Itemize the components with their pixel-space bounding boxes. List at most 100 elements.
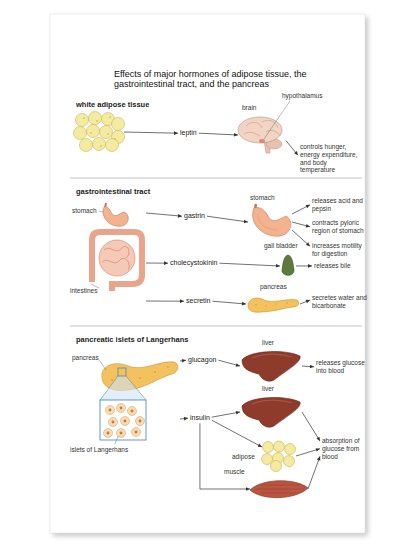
part-label: islets of Langerhans	[70, 446, 128, 454]
hormone-name: secretin	[186, 297, 211, 305]
section-heading: white adipose tissue	[76, 100, 149, 109]
illustrated-part: pancreas	[246, 294, 300, 314]
arrow-connector	[180, 417, 188, 421]
arrow-connector	[296, 264, 312, 268]
part-label: muscle	[224, 468, 245, 476]
part-label: stomach	[250, 194, 275, 202]
hormone-label: secretin	[184, 296, 213, 306]
arrow-connector	[180, 359, 186, 363]
connector-line	[212, 412, 240, 417]
arrowhead	[174, 131, 178, 135]
hormone-name: glucagon	[188, 356, 216, 364]
effect-text: secretes water and bicarbonate	[312, 294, 368, 310]
arrow-connector	[308, 456, 320, 489]
part-label: brain	[242, 104, 256, 112]
gall-bladder-drawing	[282, 255, 294, 275]
arrow-connector	[207, 216, 248, 223]
illustrated-part: stomach	[248, 206, 292, 238]
arrow-connector	[199, 133, 238, 137]
arrowhead	[306, 242, 310, 246]
part-label: pancreas	[260, 283, 287, 291]
part-label: adipose	[232, 453, 255, 461]
hormone-name: insulin	[190, 414, 210, 422]
hormone-name: cholecystokinin	[170, 259, 217, 267]
connector-line	[296, 449, 320, 456]
arrow-connector	[292, 222, 310, 228]
part-label: hypothalamus	[282, 92, 322, 100]
arrowhead	[310, 365, 314, 369]
part-label: stomach	[72, 207, 97, 215]
part-label: gall bladder	[264, 242, 298, 250]
effect-text: increases motility for digestion	[312, 242, 368, 258]
effect-note: releases glucose into blood	[314, 358, 372, 376]
connector-line	[124, 132, 178, 133]
effect-note: contracts pyloric region of stomach	[310, 218, 370, 236]
illustrated-part: gall bladder	[280, 254, 296, 278]
part-label: intestines	[70, 287, 97, 295]
arrow-connector	[124, 131, 178, 135]
connector-line	[146, 213, 182, 216]
pancreas-drawing	[248, 298, 299, 312]
hormone-label: glucagon	[186, 355, 218, 365]
part-label: liver	[262, 385, 274, 393]
arrow-connector	[212, 420, 262, 447]
arrowhead	[306, 300, 310, 303]
arrowhead	[180, 299, 184, 303]
effect-note: controls hunger, energy expenditure, and…	[298, 142, 362, 175]
arrowhead	[258, 444, 262, 447]
connector-line	[180, 360, 186, 362]
adipose-cells	[262, 441, 296, 472]
illustrated-part: brainhypothalamus	[238, 116, 286, 154]
arrow-connector	[213, 301, 246, 305]
illustrated-part: muscle	[250, 478, 308, 500]
arrowhead	[182, 359, 186, 363]
islets-drawing	[99, 360, 178, 444]
fat-cells	[74, 112, 125, 152]
effect-note: secretes water and bicarbonate	[310, 293, 370, 311]
arrow-connector	[146, 261, 168, 265]
hormone-label: cholecystokinin	[168, 258, 219, 268]
hormone-name: gastrin	[184, 212, 205, 220]
arrowhead	[236, 411, 240, 415]
connector-line	[286, 141, 298, 156]
effect-text: contracts pyloric region of stomach	[312, 219, 368, 235]
connector-line	[213, 301, 246, 304]
hormone-label: leptin	[178, 128, 199, 138]
arrow-connector	[146, 213, 182, 218]
illustrated-part: liver	[240, 350, 302, 382]
arrowhead	[306, 224, 310, 227]
diagram-title: Effects of major hormones of adipose tis…	[114, 70, 320, 90]
arrowhead	[184, 417, 188, 421]
arrow-connector	[212, 411, 240, 417]
muscle-drawing	[250, 481, 308, 498]
arrow-connector	[296, 448, 320, 456]
canvas-frame	[50, 14, 368, 536]
hormone-label: insulin	[188, 413, 212, 423]
arrowhead	[308, 264, 312, 268]
arrow-connector	[286, 141, 298, 156]
connector-line	[308, 456, 320, 489]
arrowhead	[236, 363, 240, 366]
connector-line	[146, 301, 184, 302]
arrowhead	[317, 456, 320, 460]
arrow-connector	[218, 360, 240, 367]
digestive-tract-drawing	[91, 203, 142, 291]
arrow-connector	[302, 412, 320, 441]
arrowhead	[306, 205, 310, 208]
connector-line	[180, 418, 188, 420]
arrowhead	[316, 437, 320, 441]
effect-note: absorption of glucose from blood	[320, 436, 368, 461]
illustrated-part: gastrointestinal tractstomachintestines	[72, 203, 146, 303]
effect-text: releases glucose into blood	[316, 359, 370, 375]
illustrated-part: pancreatic islets of Langerhanspancreasi…	[72, 350, 180, 442]
effect-text: releases acid and pepsin	[312, 197, 368, 213]
section-heading: pancreatic islets of Langerhans	[76, 335, 189, 344]
connector-line	[219, 263, 280, 266]
brain-drawing	[238, 101, 290, 153]
effect-note: releases bile	[312, 261, 353, 271]
liver-drawing	[242, 351, 300, 381]
arrowhead	[244, 220, 248, 224]
stomach-drawing	[253, 204, 291, 236]
arrowhead	[246, 487, 250, 491]
effect-text: absorption of glucose from blood	[322, 437, 366, 460]
